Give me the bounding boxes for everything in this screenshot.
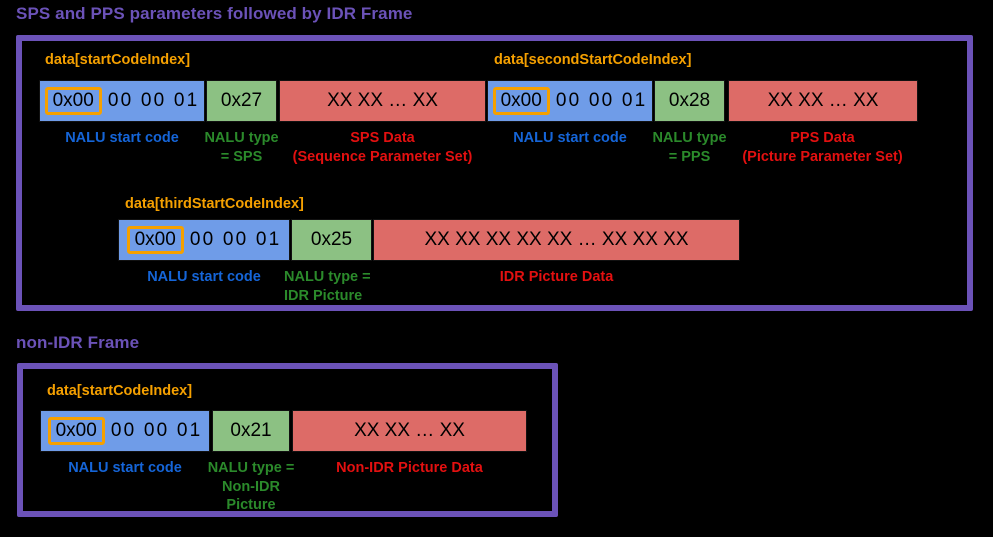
caption-nalutype-idr: NALU type = IDR Picture [284,269,371,304]
caption-payload-sps: SPS Data (Sequence Parameter Set) [292,130,473,165]
index-label-startcode: data[startCodeIndex] [45,52,191,68]
segment-payload-non-idr: XX XX … XX [292,410,527,452]
caption-nalutype-non-idr: NALU type = Non-IDR Picture [207,460,295,514]
startcode-first-byte: 0x00 [126,226,184,254]
caption-payload-non-idr: Non-IDR Picture Data [336,460,483,476]
startcode-rest-bytes: 00 00 01 [107,90,200,111]
segment-nalutype-pps: 0x28 [654,80,725,122]
caption-nalutype-pps: NALU type = PPS [652,130,727,165]
startcode-first-byte: 0x00 [44,87,102,115]
section-title-non-idr-frame: non-IDR Frame [16,333,140,352]
segment-nalutype-sps: 0x27 [206,80,277,122]
segment-payload-sps: XX XX … XX [279,80,486,122]
startcode-first-byte: 0x00 [47,417,105,445]
section-title-sps-pps-idr: SPS and PPS parameters followed by IDR F… [16,4,413,23]
startcode-rest-bytes: 00 00 01 [555,90,648,111]
caption-startcode-sps: NALU start code [65,130,179,146]
caption-startcode-pps: NALU start code [513,130,627,146]
caption-startcode-non-idr: NALU start code [68,460,182,476]
startcode-rest-bytes: 00 00 01 [110,420,203,441]
startcode-first-byte: 0x00 [492,87,550,115]
index-label-second-startcode: data[secondStartCodeIndex] [494,52,692,68]
caption-payload-pps: PPS Data (Picture Parameter Set) [742,130,903,165]
index-label-startcode-nonidr: data[startCodeIndex] [47,383,193,399]
caption-startcode-idr: NALU start code [147,269,261,285]
startcode-rest-bytes: 00 00 01 [189,229,282,250]
caption-nalutype-sps: NALU type = SPS [204,130,279,165]
index-label-third-startcode: data[thirdStartCodeIndex] [125,196,304,212]
segment-nalutype-idr: 0x25 [291,219,372,261]
segment-payload-pps: XX XX … XX [728,80,918,122]
segment-payload-idr: XX XX XX XX XX … XX XX XX [373,219,740,261]
segment-nalutype-non-idr: 0x21 [212,410,290,452]
caption-payload-idr: IDR Picture Data [499,269,614,285]
